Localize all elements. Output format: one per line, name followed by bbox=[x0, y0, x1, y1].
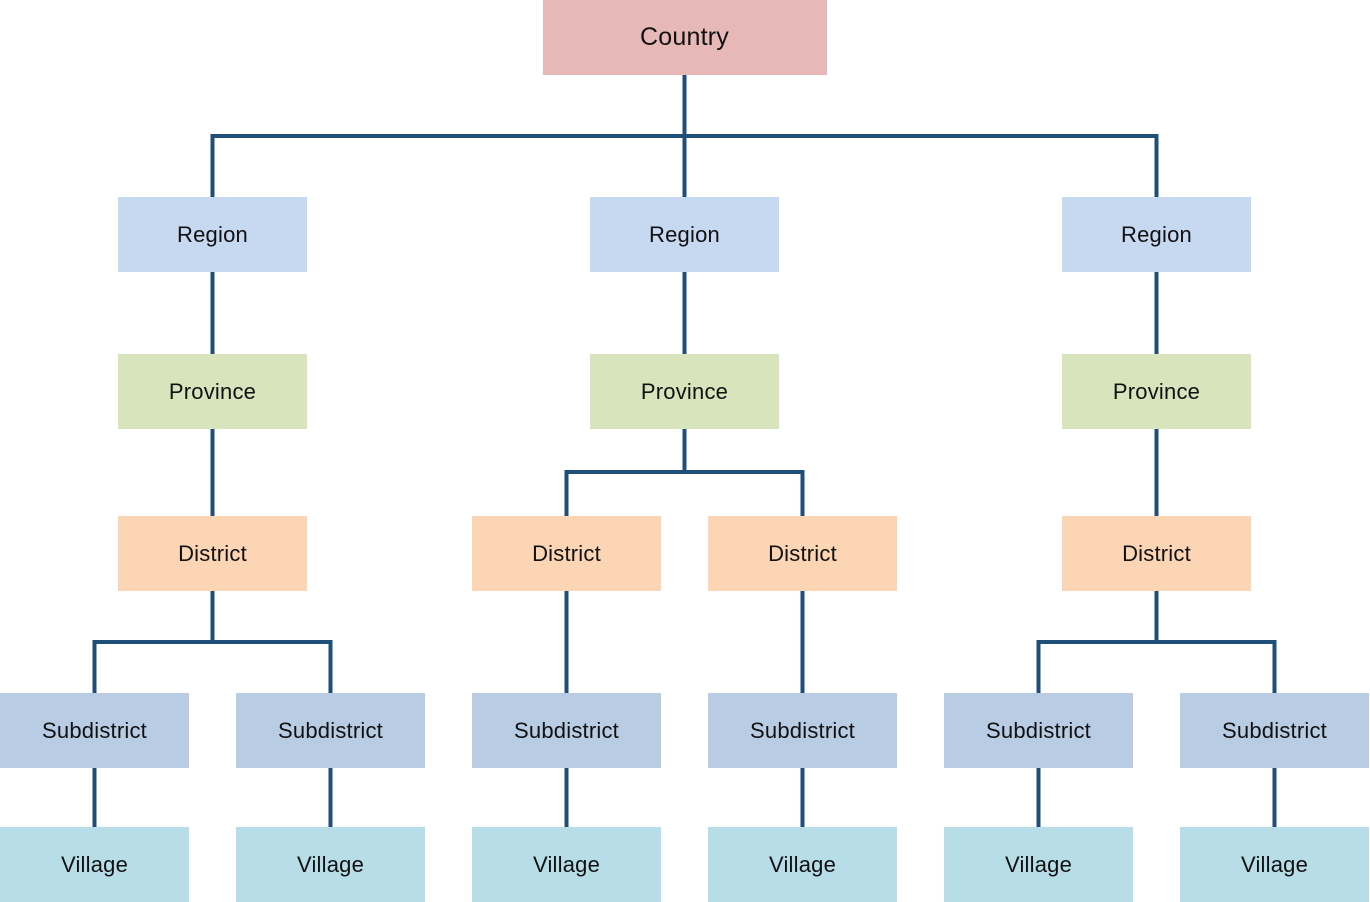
province-label: Province bbox=[1112, 378, 1201, 404]
village-node-5: Village bbox=[944, 827, 1133, 902]
district-label: District bbox=[768, 540, 837, 566]
province-label: Province bbox=[168, 378, 257, 404]
subdistrict-label: Subdistrict bbox=[514, 717, 619, 743]
country-label: Country bbox=[640, 23, 729, 51]
district-label: District bbox=[178, 540, 247, 566]
subdistrict-node-4: Subdistrict bbox=[708, 693, 897, 768]
region-label: Region bbox=[649, 221, 720, 247]
village-label: Village bbox=[532, 851, 601, 877]
district-node-4: District bbox=[1062, 516, 1251, 591]
subdistrict-node-1: Subdistrict bbox=[0, 693, 189, 768]
district-label: District bbox=[532, 540, 601, 566]
region-node-3: Region bbox=[1062, 197, 1251, 272]
subdistrict-label: Subdistrict bbox=[278, 717, 383, 743]
village-node-6: Village bbox=[1180, 827, 1369, 902]
region-node-1: Region bbox=[118, 197, 307, 272]
district-node-1: District bbox=[118, 516, 307, 591]
village-label: Village bbox=[768, 851, 837, 877]
village-node-1: Village bbox=[0, 827, 189, 902]
subdistrict-label: Subdistrict bbox=[986, 717, 1091, 743]
village-label: Village bbox=[1240, 851, 1309, 877]
district-node-2: District bbox=[472, 516, 661, 591]
subdistrict-label: Subdistrict bbox=[42, 717, 147, 743]
district-label: District bbox=[1122, 540, 1191, 566]
village-node-2: Village bbox=[236, 827, 425, 902]
country-node-1: Country bbox=[542, 0, 827, 75]
subdistrict-label: Subdistrict bbox=[1222, 717, 1327, 743]
subdistrict-node-6: Subdistrict bbox=[1180, 693, 1369, 768]
village-node-3: Village bbox=[472, 827, 661, 902]
district-node-3: District bbox=[708, 516, 897, 591]
subdistrict-label: Subdistrict bbox=[750, 717, 855, 743]
region-label: Region bbox=[177, 221, 248, 247]
region-node-2: Region bbox=[590, 197, 779, 272]
subdistrict-node-3: Subdistrict bbox=[472, 693, 661, 768]
region-label: Region bbox=[1121, 221, 1192, 247]
village-node-4: Village bbox=[708, 827, 897, 902]
village-label: Village bbox=[60, 851, 129, 877]
province-label: Province bbox=[640, 378, 729, 404]
subdistrict-node-5: Subdistrict bbox=[944, 693, 1133, 768]
province-node-3: Province bbox=[1062, 354, 1251, 429]
subdistrict-node-2: Subdistrict bbox=[236, 693, 425, 768]
province-node-1: Province bbox=[118, 354, 307, 429]
village-label: Village bbox=[1004, 851, 1073, 877]
province-node-2: Province bbox=[590, 354, 779, 429]
village-label: Village bbox=[296, 851, 365, 877]
